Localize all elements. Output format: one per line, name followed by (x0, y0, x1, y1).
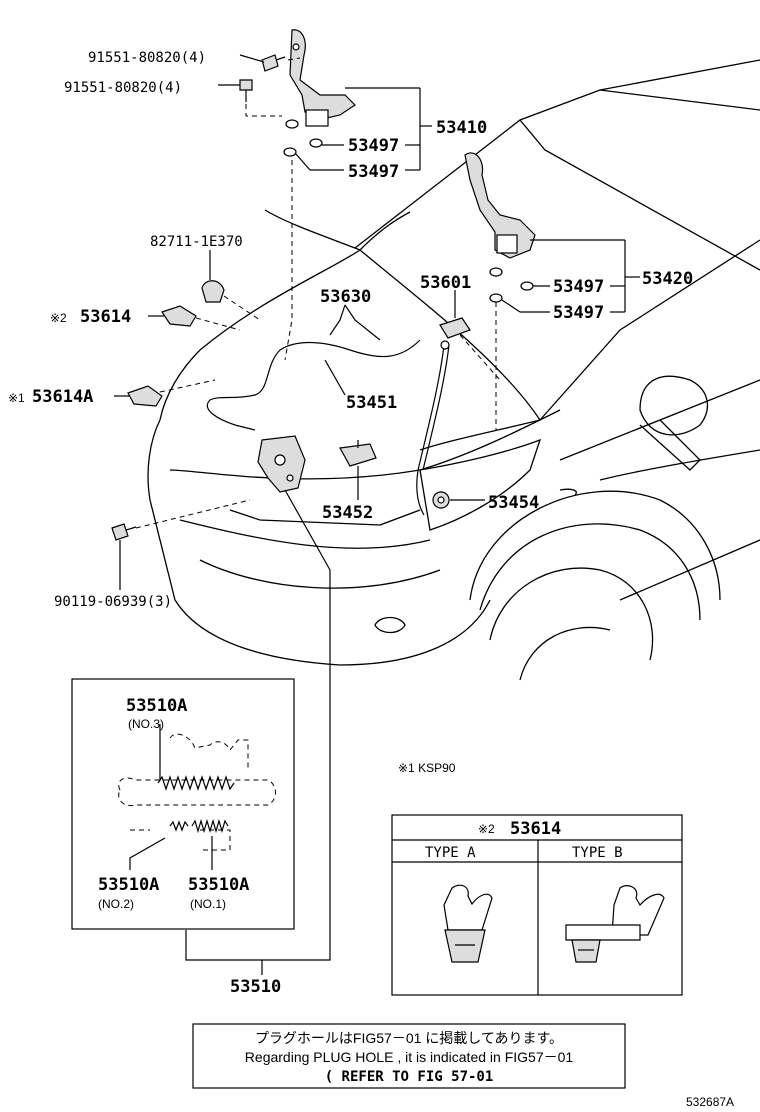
label-washer-3: 53497 (553, 277, 604, 297)
label-bolt-a: 91551-80820(4) (88, 50, 206, 66)
label-hinge-rh: 53420 (642, 269, 693, 289)
hood-hinge-rh (464, 152, 536, 259)
label-cushion: 53454 (488, 493, 539, 513)
screw-icon (111, 523, 137, 541)
release-cable (206, 339, 421, 431)
inset-labels: 53510A (NO.3) 53510A (NO.2) 53510A (NO.1… (98, 696, 249, 911)
label-clip-1-mark: ※1 (8, 391, 25, 405)
label-spring-3: 53510A (126, 696, 187, 716)
notice-en: Regarding PLUG HOLE , it is indicated in… (245, 1049, 574, 1065)
notice-ref: ( REFER TO FIG 57-01 (325, 1069, 494, 1085)
label-grommet: 82711-1E370 (150, 234, 243, 250)
leader-lines (114, 54, 640, 975)
hood-lock (257, 435, 306, 493)
label-spring-1: 53510A (188, 875, 249, 895)
car-body-outline (147, 59, 760, 681)
washer-icon (489, 267, 503, 277)
type-table-title: 53614 (510, 819, 561, 839)
label-spring-2: 53510A (98, 875, 159, 895)
support-rod (416, 317, 471, 516)
hood-hinge-lh (289, 29, 356, 127)
bolt-icon (239, 79, 253, 102)
label-hinge-lh: 53410 (436, 118, 487, 138)
washer-icon (489, 293, 503, 303)
part-labels: 91551-80820(4) 91551-80820(4) 53410 5349… (8, 50, 734, 1109)
label-lock: 53451 (346, 393, 397, 413)
hood-cushion (432, 491, 450, 509)
label-bottom-assy: 53510 (230, 977, 281, 997)
label-washer-1: 53497 (348, 136, 399, 156)
clip-type-a-icon (443, 884, 493, 963)
washer-icon (285, 119, 299, 129)
type-a-header: TYPE A (425, 845, 476, 861)
label-support-rod: 53601 (420, 273, 471, 293)
grommet-icon (201, 280, 225, 303)
label-clip-2-mark: ※2 (50, 311, 67, 325)
spring-no3 (157, 775, 235, 791)
spring-no1 (191, 818, 229, 834)
bolt-icon (261, 54, 286, 72)
label-lever: 53452 (322, 503, 373, 523)
label-diagram-id: 532687A (686, 1095, 734, 1109)
notice-jp: プラグホールはFIG57－01 に掲載してあります。 (255, 1030, 563, 1046)
washer-icon (520, 281, 534, 291)
label-spring-3-sub: (NO.3) (128, 717, 164, 731)
spring-no2 (169, 820, 189, 832)
type-table-mark: ※2 (478, 822, 495, 836)
type-table-text: ※2 53614 TYPE A TYPE B (425, 819, 623, 861)
label-clip-1: 53614A (32, 387, 93, 407)
clip-type-table (391, 814, 683, 996)
spring-inset (71, 678, 295, 930)
washer-icon (309, 138, 323, 148)
label-spring-2-sub: (NO.2) (98, 897, 134, 911)
label-washer-4: 53497 (553, 303, 604, 323)
label-screw: 90119-06939(3) (54, 594, 172, 610)
lock-lever (339, 440, 377, 467)
label-bolt-b: 91551-80820(4) (64, 80, 182, 96)
notice-text: プラグホールはFIG57－01 に掲載してあります。 Regarding PLU… (245, 1030, 574, 1085)
label-clip-2: 53614 (80, 307, 131, 327)
clip-type-b-icon (565, 885, 665, 963)
clip-icon (127, 385, 163, 407)
clip-icon (161, 305, 197, 327)
footnote-ksp90: ※1 KSP90 (398, 761, 456, 775)
notice-box (192, 1023, 626, 1089)
washer-icon (283, 147, 297, 157)
label-cable: 53630 (320, 287, 371, 307)
label-washer-2: 53497 (348, 162, 399, 182)
label-spring-1-sub: (NO.1) (190, 897, 226, 911)
type-b-header: TYPE B (572, 845, 623, 861)
